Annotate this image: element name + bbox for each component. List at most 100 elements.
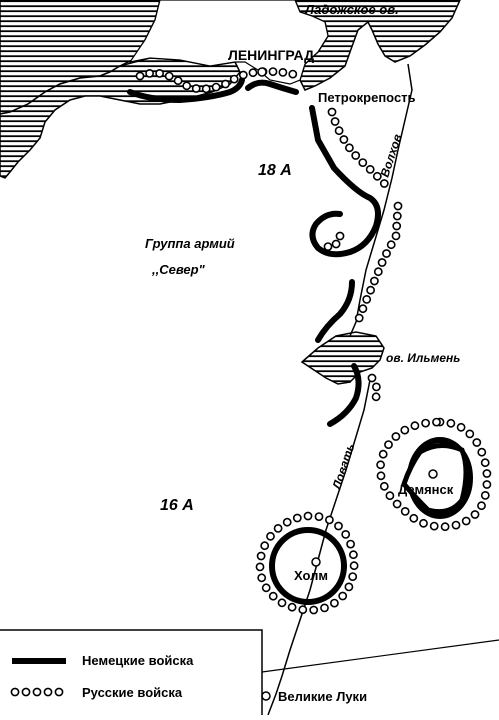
russian-kholm-circle (282, 517, 292, 527)
russian-kholm-circle (303, 511, 313, 521)
lake-ilmen (300, 331, 385, 385)
russian-lines (135, 67, 492, 615)
russian-volkhov-south-circle (354, 313, 364, 323)
russian-volkhov-north-circle (334, 126, 344, 136)
german-lines (127, 77, 473, 605)
russian-leningrad-circle (211, 82, 221, 92)
german-line-ilmen (327, 363, 362, 427)
russian-leningrad-circle (191, 84, 201, 93)
russian-leningrad-circle (268, 67, 278, 76)
russian-volkhov-south-circle (377, 258, 387, 267)
label-river-lovat: Ловать (329, 442, 357, 492)
russian-leningrad-circle (155, 69, 164, 78)
russian-demyansk-circle (472, 438, 482, 447)
russian-demyansk-circle (385, 491, 395, 501)
legend-german-label: Немецкие войска (82, 653, 194, 668)
russian-demyansk-circle (391, 432, 401, 441)
russian-volkhov-south-circle (366, 285, 375, 295)
label-kholm: Холм (294, 568, 328, 583)
demyansk-marker (428, 469, 438, 479)
leningrad-marker (257, 67, 267, 77)
russian-kholm-circle (309, 605, 319, 615)
russian-volkhov-south-circle (362, 294, 372, 304)
russian-kholm-circle (344, 582, 354, 592)
russian-leningrad-circle (221, 79, 230, 89)
german-line-pocket (309, 210, 353, 258)
russian-pocket-circle (323, 242, 333, 251)
russian-volkhov-north-circle (365, 164, 375, 174)
label-river-volkhov: Волхов (378, 132, 405, 179)
russian-kholm-circle (268, 591, 278, 601)
russian-kholm-circle (256, 551, 266, 561)
russian-demyansk-circle (451, 520, 461, 530)
russian-demyansk-circle (470, 510, 480, 519)
russian-demyansk-circle (400, 506, 410, 516)
russian-kholm-circle (324, 515, 334, 525)
russian-demyansk-circle (480, 490, 490, 500)
russian-leningrad-circle (248, 68, 258, 78)
demyansk-pocket-shape (401, 443, 469, 515)
russian-volkhov-south-circle (392, 211, 402, 221)
russian-volkhov-south-circle (386, 240, 396, 250)
russian-volkhov-north-circle (358, 158, 368, 167)
russian-volkhov-north-circle (372, 171, 382, 181)
label-petrokrepost: Петрокрепость (318, 90, 416, 105)
russian-demyansk-circle (477, 447, 487, 457)
legend-russian-circle (10, 687, 20, 697)
russian-volkhov-north-circle (379, 179, 389, 188)
neva-bay (0, 57, 241, 179)
label-leningrad: ЛЕНИНГРАД (228, 47, 314, 63)
legend-frame (0, 629, 263, 715)
russian-volkhov-south-circle (391, 231, 401, 241)
russian-leningrad-circle (201, 84, 211, 94)
german-line-mid (315, 279, 355, 343)
russian-kholm-circle (329, 598, 339, 608)
label-army-16: 16 А (160, 497, 194, 514)
label-army-group-2: ,,Север" (151, 262, 206, 277)
russian-demyansk-circle (465, 429, 475, 439)
russian-demyansk-circle (400, 425, 410, 435)
russian-leningrad-circle (182, 81, 192, 91)
russian-demyansk-circle (410, 421, 420, 431)
russian-pocket-circle (335, 231, 345, 241)
russian-demyansk-circle (378, 449, 388, 459)
legend-russian-circle (32, 687, 42, 697)
russian-leningrad-circle (164, 71, 174, 81)
russian-leningrad-circle (135, 71, 145, 81)
road-line-2 (410, 70, 455, 360)
russian-demyansk-circle (419, 518, 428, 528)
russian-kholm-circle (260, 541, 270, 551)
russian-demyansk-circle (482, 469, 492, 478)
russian-pocket-circle (331, 239, 341, 249)
label-lake-ilmen: ов. Ильмень (386, 351, 460, 365)
legend-russian-circle (54, 687, 64, 697)
russian-volkhov-north-circle (351, 151, 361, 160)
russian-kholm-circle (348, 550, 358, 560)
russian-volkhov-north-circle (330, 117, 340, 126)
russian-kholm-circle (266, 531, 275, 541)
german-line-leningrad (245, 79, 299, 95)
russian-kholm-circle (348, 572, 358, 581)
russian-kholm-circle (287, 602, 297, 612)
russian-ilmen-circle (371, 392, 381, 402)
russian-demyansk-circle (376, 471, 386, 481)
russian-demyansk-circle (477, 501, 486, 511)
russian-demyansk-circle (379, 481, 389, 491)
russian-demyansk-circle (446, 418, 456, 428)
russian-kholm-circle (338, 591, 348, 601)
russian-leningrad-circle (173, 76, 183, 86)
russian-demyansk-circle (409, 513, 419, 523)
russian-demyansk-circle (432, 417, 441, 427)
russian-demyansk-circle (456, 422, 466, 432)
russian-demyansk-circle (392, 499, 402, 509)
label-army-18: 18 А (258, 162, 292, 179)
legend-russian-symbol (10, 687, 64, 697)
russian-ilmen-circle (367, 373, 377, 383)
russian-kholm-circle (341, 530, 351, 539)
russian-demyansk-circle (376, 460, 385, 470)
russian-volkhov-north-circle (327, 107, 337, 117)
legend: Немецкие войска Русские войска (0, 629, 263, 715)
russian-kholm-circle (277, 598, 287, 608)
russian-demyansk-circle (421, 418, 430, 428)
